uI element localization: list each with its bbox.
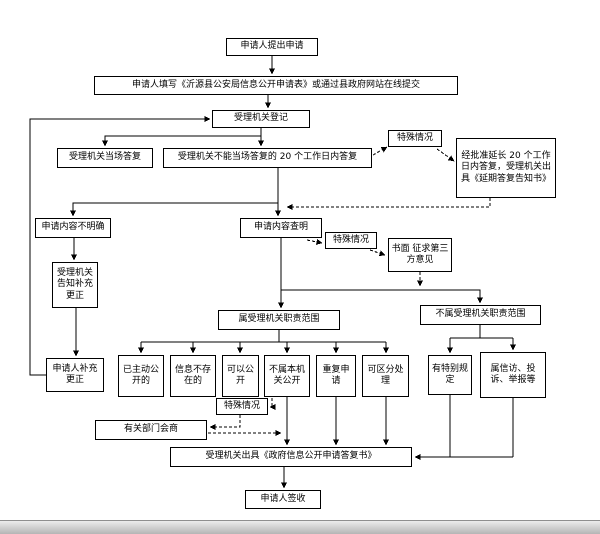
node-not-this-organ: 不属本机关公开 bbox=[264, 355, 310, 397]
node-petition-complaint-report: 属信访、投诉、举报等 bbox=[480, 352, 546, 398]
node-seek-third-party-opinion: 书面 征求第三方意见 bbox=[388, 238, 452, 272]
node-special-case-bottom: 特殊情况 bbox=[216, 398, 268, 415]
window-bottom-edge bbox=[0, 520, 600, 534]
node-applicant-submit: 申请人提出申请 bbox=[226, 38, 318, 56]
node-issue-reply-document: 受理机关出具《政府信息公开申请答复书》 bbox=[170, 447, 412, 467]
node-extended-reply-notice: 经批准延长 20 个工作日内答复，受理机关出具《延期答复告知书》 bbox=[456, 138, 556, 198]
node-repeated-application: 重复申请 bbox=[316, 355, 356, 397]
node-fill-application-form: 申请人填写《沂源县公安局信息公开申请表》或通过县政府网站在线提交 bbox=[94, 76, 458, 95]
node-applicant-sign-receive: 申请人签收 bbox=[245, 490, 321, 509]
node-organ-register: 受理机关登记 bbox=[212, 110, 310, 128]
node-content-verified: 申请内容查明 bbox=[240, 218, 322, 238]
node-applicant-supplement: 申请人补充更正 bbox=[46, 358, 104, 392]
node-can-publish: 可以公开 bbox=[222, 355, 259, 397]
node-special-case-top: 特殊情况 bbox=[388, 130, 442, 147]
node-separable-handling: 可区分处理 bbox=[362, 355, 409, 397]
node-special-provisions: 有特别规定 bbox=[428, 355, 472, 395]
node-content-unclear: 申请内容不明确 bbox=[35, 218, 111, 238]
node-outside-organ-scope: 不属受理机关职责范围 bbox=[420, 305, 541, 325]
node-onspot-reply: 受理机关当场答复 bbox=[57, 148, 153, 168]
node-info-not-exist: 信息不存在的 bbox=[170, 355, 216, 397]
node-within-organ-scope: 属受理机关职责范围 bbox=[218, 310, 340, 330]
node-notify-supplement-correct: 受理机关告知补充更正 bbox=[52, 262, 98, 308]
node-special-case-mid: 特殊情况 bbox=[325, 232, 377, 249]
node-already-published: 已主动公开的 bbox=[118, 355, 164, 397]
node-department-consultation: 有关部门会商 bbox=[95, 420, 207, 440]
node-reply-within-20-days: 受理机关不能当场答复的 20 个工作日内答复 bbox=[163, 148, 372, 168]
